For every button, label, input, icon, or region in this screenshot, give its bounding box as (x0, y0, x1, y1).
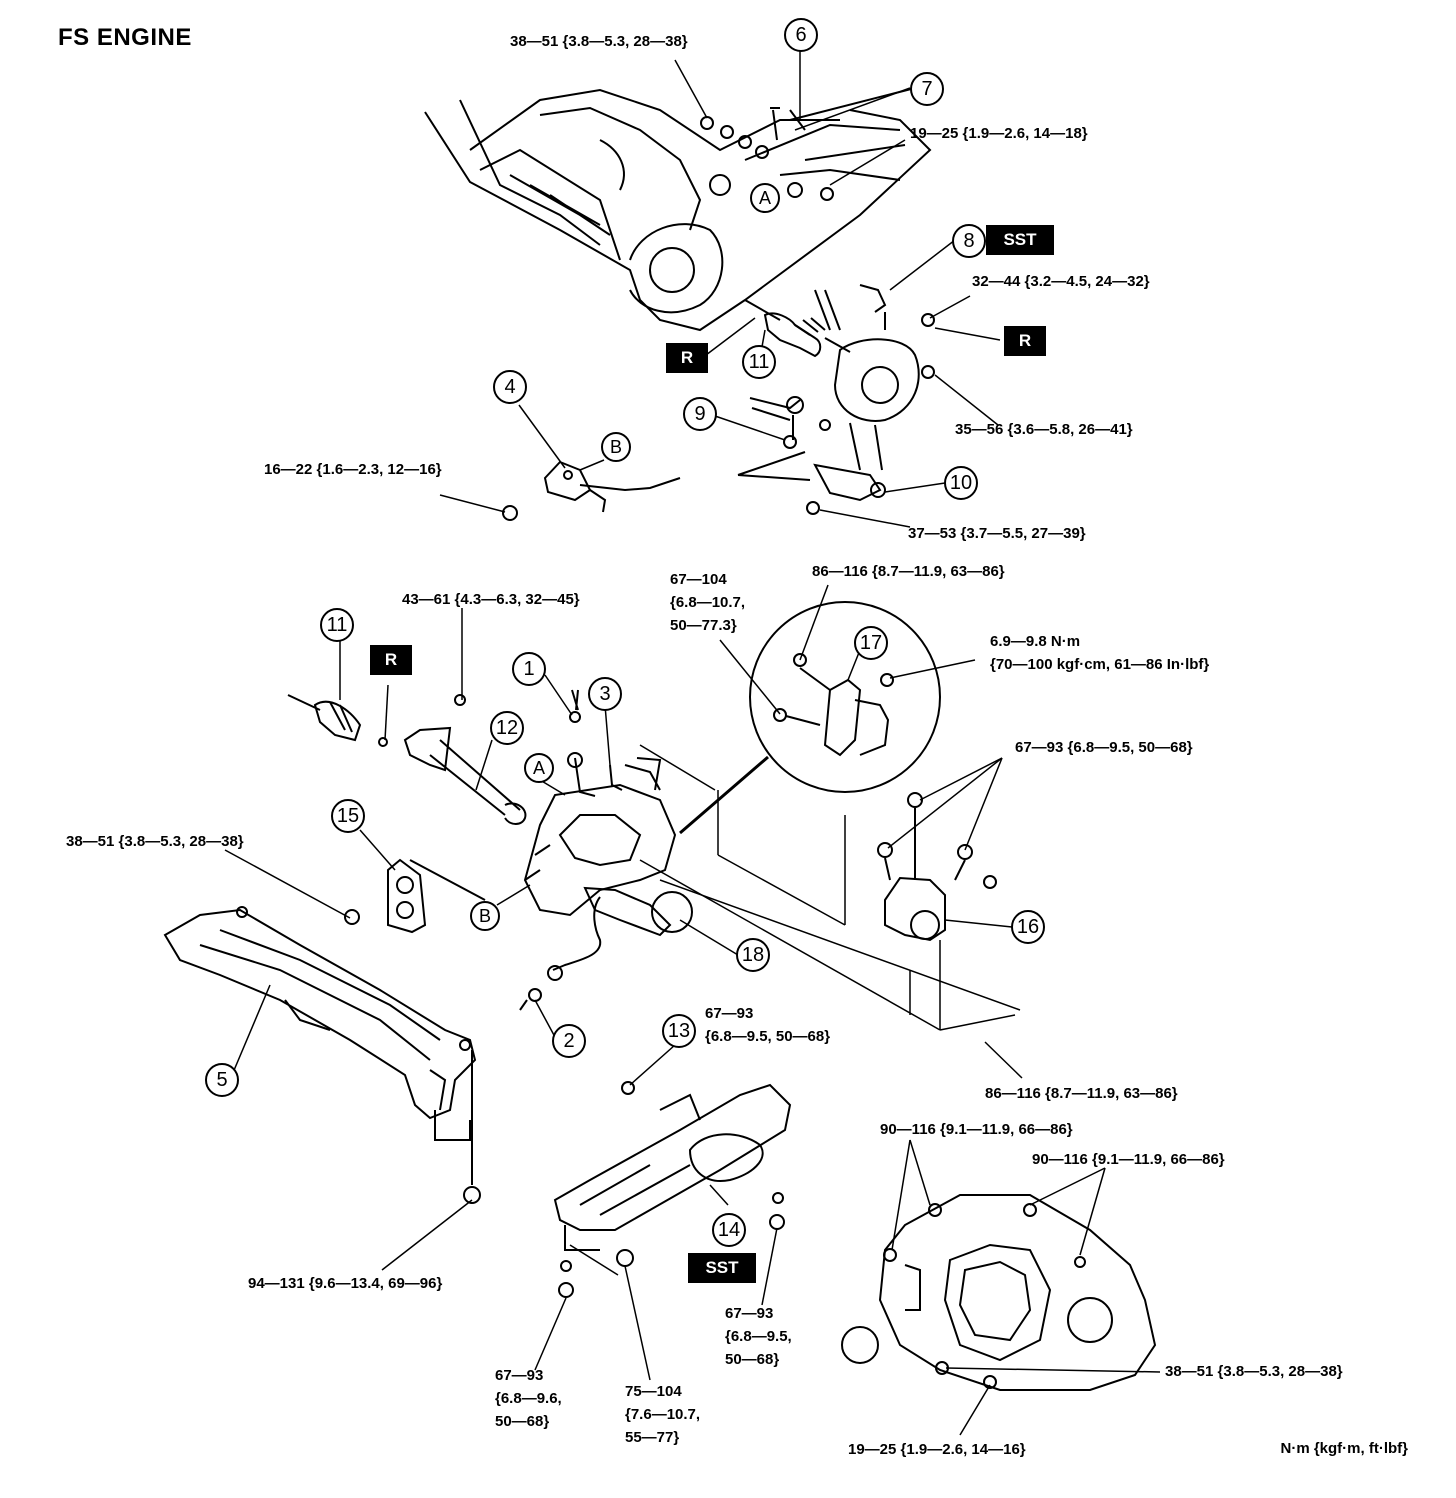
torque-label: 75—104 {7.6—10.7, 55—77} (625, 1383, 701, 1446)
torque-label: 38—51 {3.8—5.3, 28—38} (1165, 1363, 1343, 1380)
torque-label: 67—104 {6.8—10.7, 50—77.3} (670, 571, 746, 634)
letter-a-top: A (750, 183, 780, 213)
torque-label: 19—25 {1.9—2.6, 14—18} (910, 125, 1088, 142)
torque-label: 90—116 {9.1—11.9, 66—86} (880, 1121, 1073, 1138)
unit-note: N·m {kgf·m, ft·lbf} (1280, 1440, 1409, 1457)
letter-b-mid: B (470, 901, 500, 931)
mount-16-drawing (877, 792, 997, 942)
transaxle-drawing (519, 689, 693, 1011)
callout-18: 18 (736, 938, 770, 972)
callout-3: 3 (588, 677, 622, 711)
transaxle-housing-drawing (841, 1194, 1157, 1391)
torque-label: 37—53 {3.7—5.5, 27—39} (908, 525, 1086, 542)
shaft-12-drawing (287, 694, 527, 825)
torque-label: 16—22 {1.6—2.3, 12—16} (264, 461, 442, 478)
r-badge-right: R (1004, 326, 1046, 356)
torque-label: 38—51 {3.8—5.3, 28—38} (510, 33, 688, 50)
callout-7: 7 (910, 72, 944, 106)
callout-11-mid: 11 (320, 608, 354, 642)
sst-badge-top: SST (986, 225, 1054, 255)
callout-1: 1 (512, 652, 546, 686)
callout-13: 13 (662, 1014, 696, 1048)
torque-label: 90—116 {9.1—11.9, 66—86} (1032, 1151, 1225, 1168)
torque-label: 6.9—9.8 N·m {70—100 kgf·cm, 61—86 In·lbf… (990, 633, 1210, 673)
torque-label: 32—44 {3.2—4.5, 24—32} (972, 273, 1150, 290)
r-badge-mid: R (370, 645, 412, 675)
part4-bracket-drawing (502, 460, 681, 521)
torque-label: 19—25 {1.9—2.6, 14—16} (848, 1441, 1026, 1458)
callout-9: 9 (683, 397, 717, 431)
torque-label: 86—116 {8.7—11.9, 63—86} (985, 1085, 1178, 1102)
torque-label: 38—51 {3.8—5.3, 28—38} (66, 833, 244, 850)
crossmember-5-drawing (163, 906, 481, 1204)
callout-4: 4 (493, 370, 527, 404)
diagram-title: FS ENGINE (58, 24, 192, 51)
torque-label: 94—131 {9.6—13.4, 69—96} (248, 1275, 443, 1292)
mount-15-drawing (344, 858, 486, 934)
torque-label: 67—93 {6.8—9.6, 50—68} (495, 1367, 562, 1430)
callout-5: 5 (205, 1063, 239, 1097)
callout-16: 16 (1011, 910, 1045, 944)
detail-circle-17 (679, 601, 941, 835)
callout-12: 12 (490, 711, 524, 745)
callout-15: 15 (331, 799, 365, 833)
torque-label: 35—56 {3.6—5.8, 26—41} (955, 421, 1133, 438)
leader-lines (224, 50, 1161, 1436)
callout-6: 6 (784, 18, 818, 52)
callout-17: 17 (854, 626, 888, 660)
driveshaft-diff-drawing (737, 284, 935, 515)
callout-10: 10 (944, 466, 978, 500)
torque-label: 86—116 {8.7—11.9, 63—86} (812, 563, 1005, 580)
callout-14: 14 (712, 1213, 746, 1247)
callout-8: 8 (952, 224, 986, 258)
letter-a-mid: A (524, 753, 554, 783)
callout-11-top: 11 (742, 345, 776, 379)
torque-label: 43—61 {4.3—6.3, 32—45} (402, 591, 580, 608)
torque-label: 67—93 {6.8—9.5, 50—68} (1015, 739, 1193, 756)
crossmember-14-drawing (553, 1081, 792, 1298)
letter-b-top: B (601, 432, 631, 462)
sst-badge-bottom: SST (688, 1253, 756, 1283)
torque-label: 67—93 {6.8—9.5, 50—68} (725, 1305, 792, 1368)
r-badge-left: R (666, 343, 708, 373)
torque-label: 67—93 {6.8—9.5, 50—68} (705, 1005, 831, 1045)
engine-block-drawing (424, 87, 932, 332)
callout-2: 2 (552, 1024, 586, 1058)
